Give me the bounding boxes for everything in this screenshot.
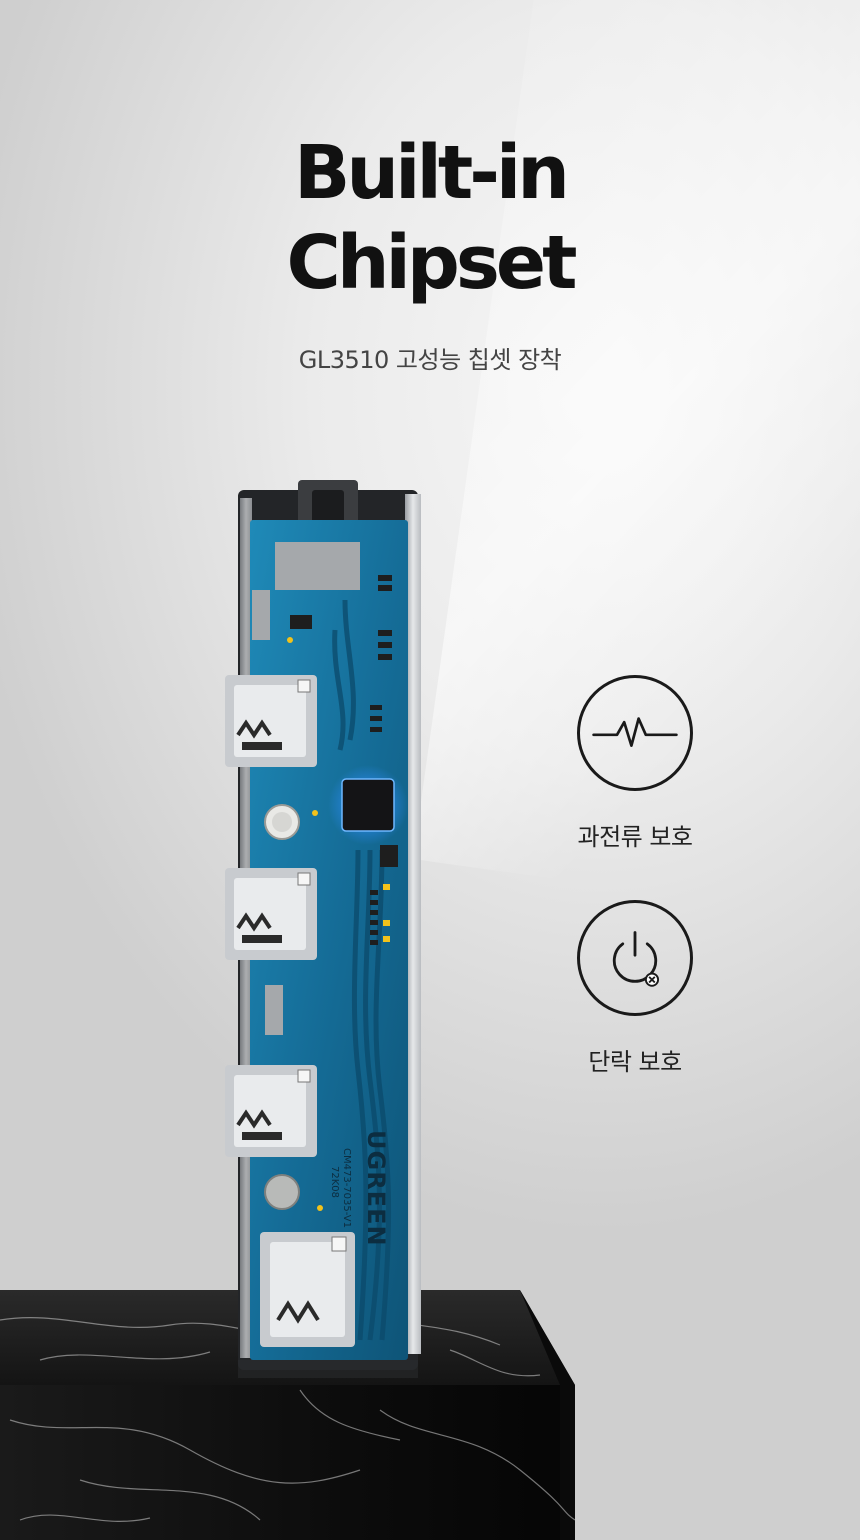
pedestal-side [520,1290,575,1540]
power-off-icon [612,931,660,987]
feature-label: 단락 보호 [588,1048,682,1076]
usb-port [260,1232,355,1347]
pcb-traces [332,599,392,1341]
feature-short-circuit-protection: 단락 보호 [560,900,710,1077]
page-title: Built-in Chipset [0,128,860,308]
pulse-icon [592,717,678,747]
marble-pedestal [0,1290,576,1540]
feature-overcurrent-protection: 과전류 보호 [560,675,710,852]
board-code-print: 72K08 [329,1166,340,1198]
power-icon-circle [577,900,693,1016]
hub-aluminum-edge [405,494,421,1354]
usb-port [225,1065,317,1157]
jack-connector [275,542,360,590]
chipset-subtitle: GL3510 고성능 칩셋 장착 [298,346,562,374]
pulse-icon-circle [577,675,693,791]
usb-port [225,675,317,767]
led-components [287,637,390,1211]
gl3510-chip [341,778,395,832]
smd-components [290,575,398,945]
usb-hub-pcb-illustration: UGREEN CM473-7035-V1 72K08 [225,480,421,1378]
usb-port [225,868,317,960]
feature-label: 과전류 보호 [577,823,693,851]
pedestal-front [0,1385,575,1540]
hub-reflection [238,1360,418,1378]
capacitor [264,1174,300,1210]
board-model-print: CM473-7035-V1 [341,1148,352,1228]
title-line-1: Built-in [294,130,570,216]
board-brand-print: UGREEN [362,1130,390,1247]
marble-veins [0,1309,576,1522]
title-line-2: Chipset [286,220,578,306]
